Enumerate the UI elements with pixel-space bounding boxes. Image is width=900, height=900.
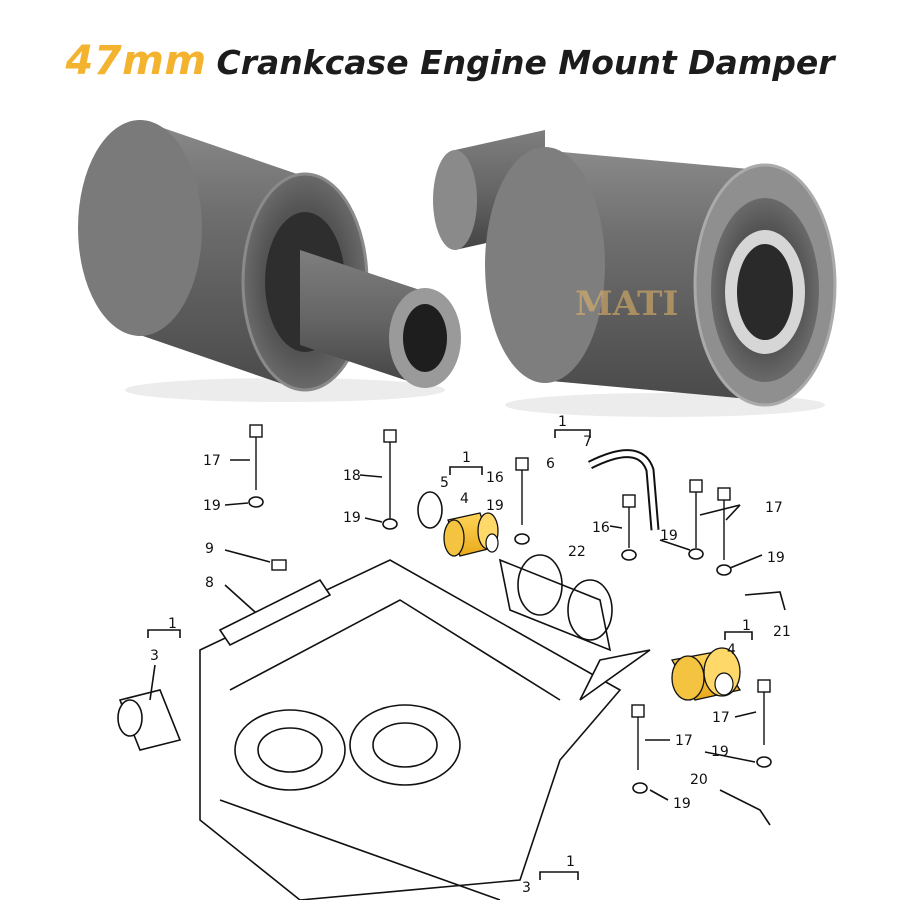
label-17: 17	[203, 453, 221, 469]
title-name: Crankcase Engine Mount Damper	[216, 43, 835, 82]
damper-left	[78, 120, 461, 402]
label-6: 6	[546, 456, 555, 472]
washers	[248, 491, 772, 794]
label-1: 1	[462, 450, 471, 466]
label-19: 19	[486, 498, 504, 514]
diagram-labels: 17 19 18 19 1 5 4 16 19 1 7 6 22 16 19 1…	[150, 414, 791, 896]
label-21: 21	[773, 624, 791, 640]
label-19: 19	[673, 796, 691, 812]
label-1: 1	[558, 414, 567, 430]
label-17: 17	[712, 710, 730, 726]
label-7: 7	[583, 434, 592, 450]
label-1: 1	[566, 854, 575, 870]
bolts	[249, 424, 771, 770]
label-3: 3	[522, 880, 531, 896]
parts-diagram	[117, 424, 786, 900]
watermark: MATI	[575, 284, 678, 324]
label-20: 20	[690, 772, 708, 788]
label-8: 8	[205, 575, 214, 591]
label-3: 3	[150, 648, 159, 664]
label-4: 4	[727, 642, 736, 658]
highlight-damper-right	[670, 647, 742, 701]
label-19: 19	[711, 744, 729, 760]
label-19: 19	[203, 498, 221, 514]
label-4: 4	[460, 491, 469, 507]
label-19: 19	[767, 550, 785, 566]
highlight-damper-top	[443, 512, 499, 557]
label-1: 1	[742, 618, 751, 634]
label-16: 16	[592, 520, 610, 536]
label-5: 5	[440, 475, 449, 491]
label-16: 16	[486, 470, 504, 486]
label-17: 17	[765, 500, 783, 516]
label-1: 1	[168, 616, 177, 632]
label-19: 19	[343, 510, 361, 526]
label-19: 19	[660, 528, 678, 544]
title-size: 47mm	[65, 38, 207, 84]
label-17: 17	[675, 733, 693, 749]
label-18: 18	[343, 468, 361, 484]
label-22: 22	[568, 544, 586, 560]
label-9: 9	[205, 541, 214, 557]
damper-right: MATI	[433, 130, 837, 417]
